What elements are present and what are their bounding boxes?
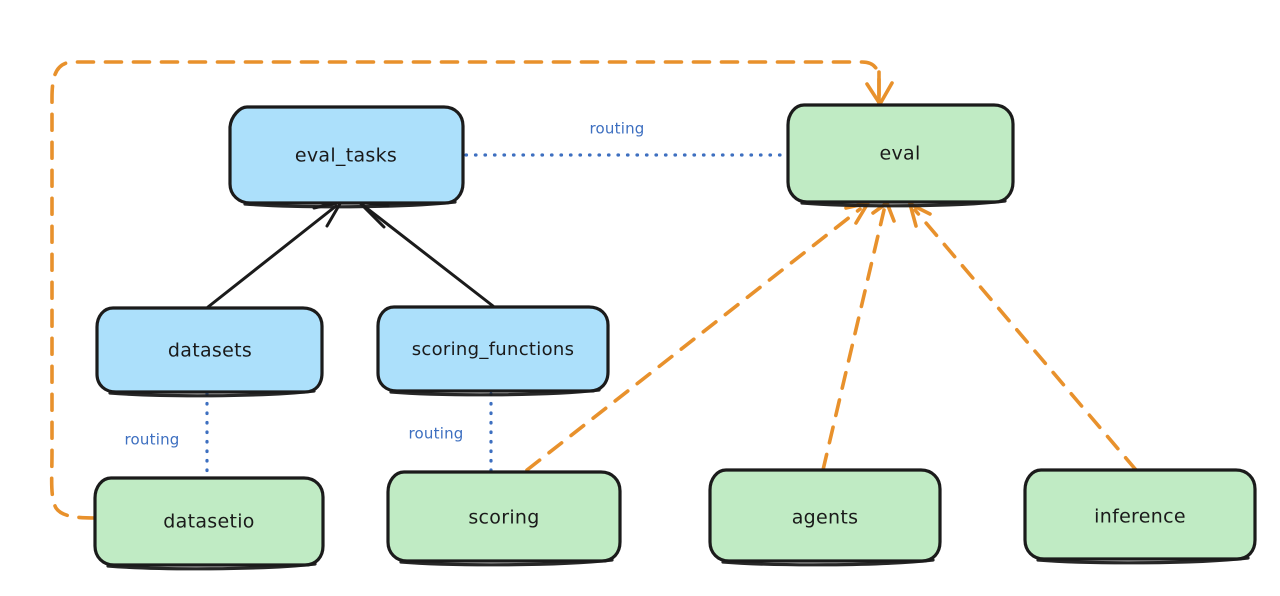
node-datasets[interactable]: datasets (95, 306, 324, 398)
edge-label-routing-datasets: routing (125, 431, 180, 449)
node-label-datasetio: datasetio (163, 511, 254, 533)
edge-inference-eval (908, 202, 1138, 472)
node-eval[interactable]: eval (786, 103, 1015, 208)
edge-label-routing-scoring-functions: routing (409, 425, 464, 443)
node-label-scoring-functions: scoring_functions (412, 339, 575, 360)
edge-agents-eval (821, 201, 896, 472)
edge-label-routing-eval-tasks: routing (590, 120, 645, 138)
node-label-scoring: scoring (468, 507, 539, 529)
node-agents[interactable]: agents (708, 468, 942, 567)
node-label-eval-tasks: eval_tasks (295, 145, 397, 167)
node-label-agents: agents (792, 507, 859, 529)
node-label-inference: inference (1094, 506, 1186, 528)
edge-scoring-functions-eval-tasks (357, 200, 495, 308)
node-scoring-functions[interactable]: scoring_functions (376, 305, 610, 397)
node-scoring[interactable]: scoring (386, 470, 622, 567)
node-label-eval: eval (879, 143, 920, 165)
node-eval-tasks[interactable]: eval_tasks (228, 105, 465, 209)
node-datasetio[interactable]: datasetio (93, 476, 325, 571)
node-label-datasets: datasets (168, 340, 252, 362)
node-inference[interactable]: inference (1023, 468, 1257, 565)
edge-datasets-eval-tasks (206, 200, 343, 309)
